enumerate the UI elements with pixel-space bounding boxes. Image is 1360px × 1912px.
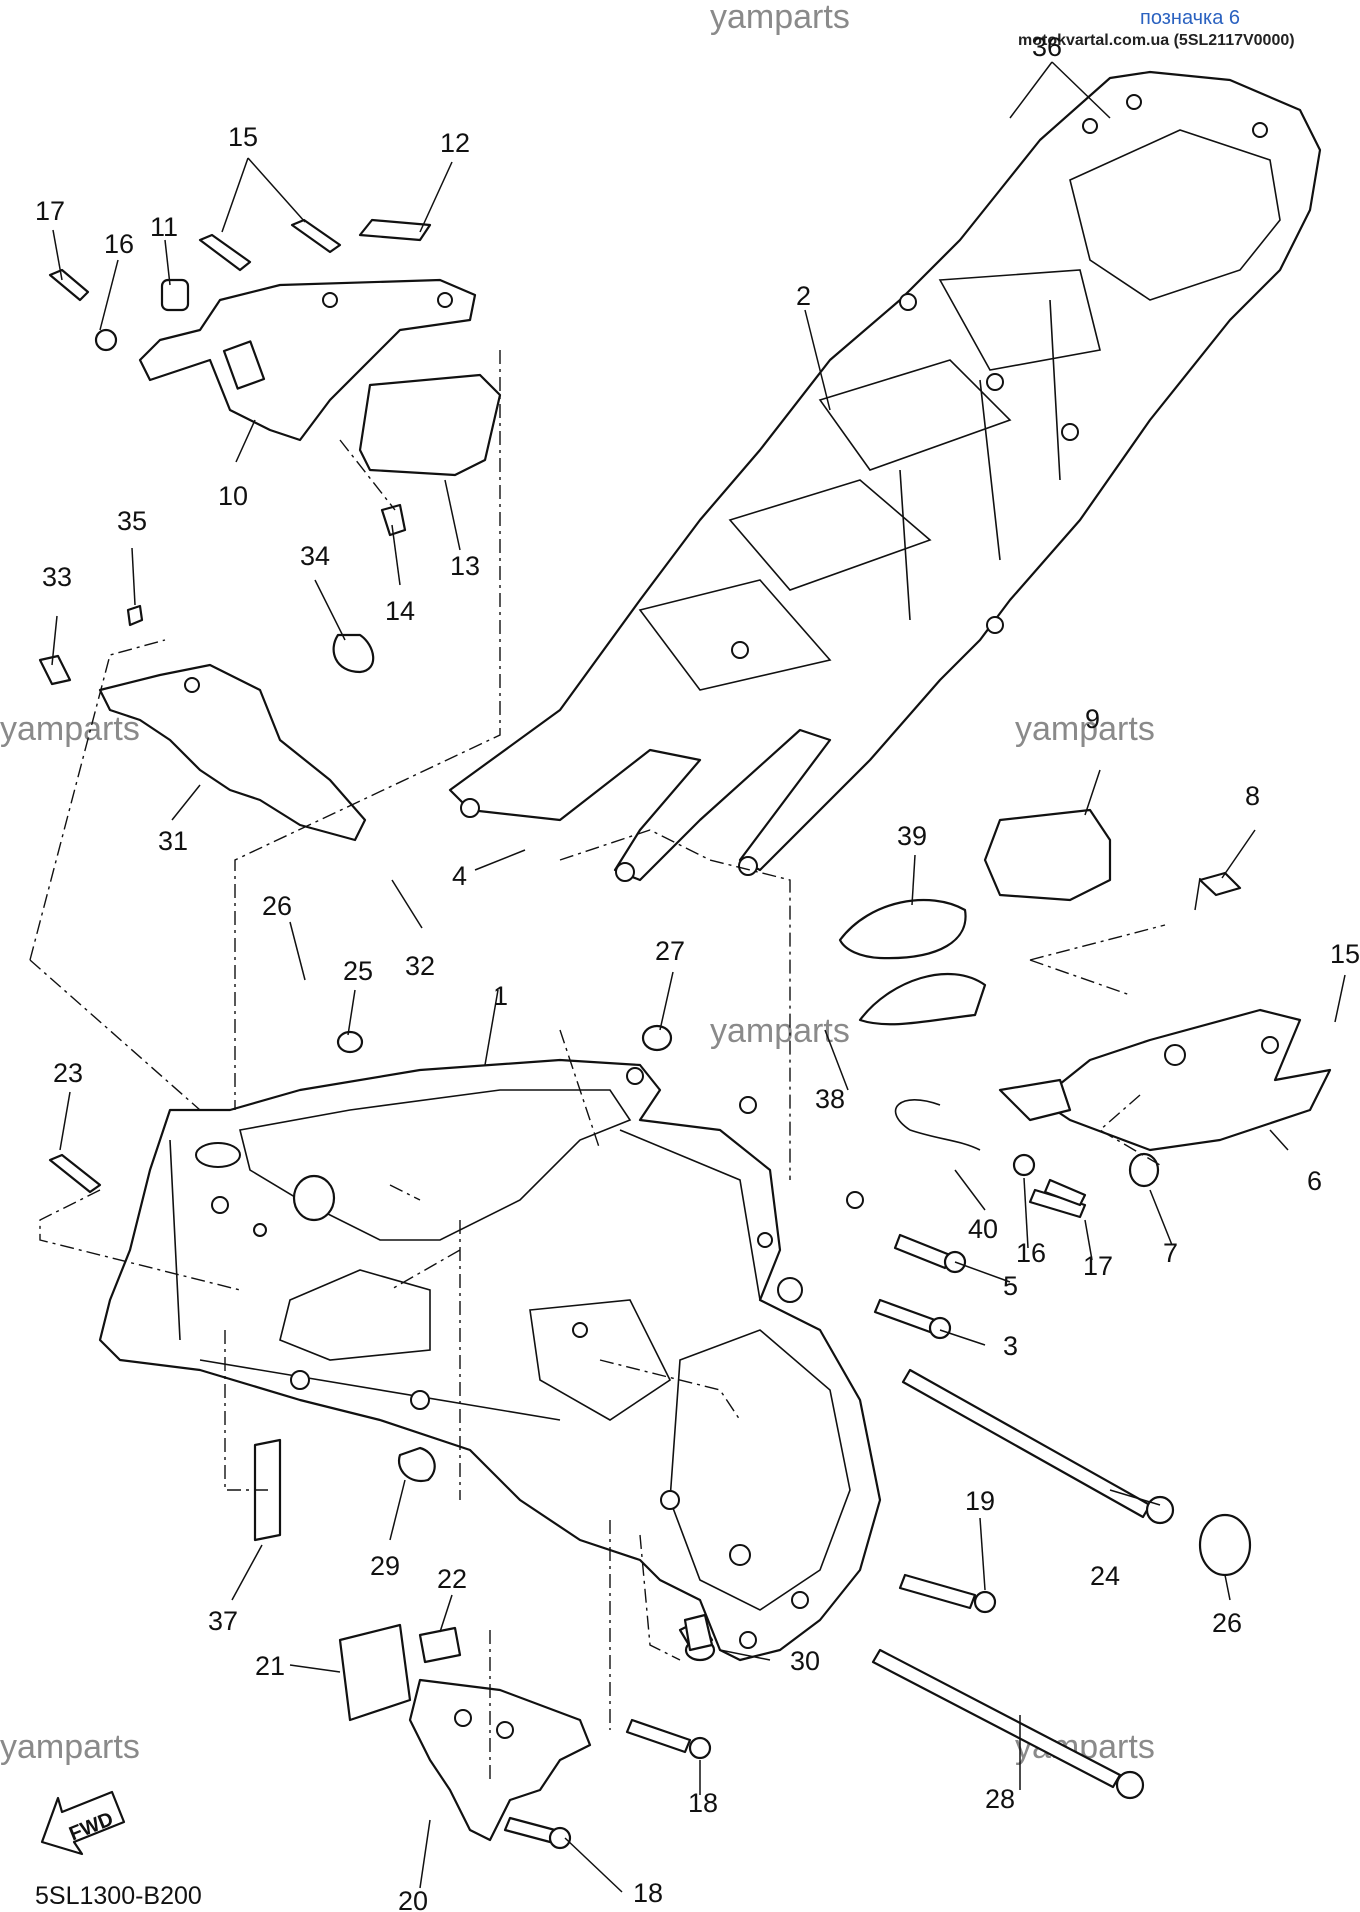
small-parts-upper (38, 218, 432, 686)
callout-15-right: 15 (1330, 939, 1360, 969)
callout-2: 2 (796, 281, 811, 311)
watermark-left: yamparts (0, 710, 140, 748)
callout-34: 34 (300, 541, 330, 571)
right-side-parts (838, 808, 1332, 1152)
callout-27: 27 (655, 936, 685, 966)
callout-26-upper: 26 (262, 891, 292, 921)
callout-14: 14 (385, 596, 415, 626)
callout-32: 32 (405, 951, 435, 981)
callout-20: 20 (398, 1886, 428, 1912)
callout-25: 25 (343, 956, 373, 986)
callouts: 1 2 3 4 5 6 7 8 9 10 11 12 13 14 15 15 1… (35, 32, 1360, 1912)
callout-6: 6 (1307, 1166, 1322, 1196)
callout-3: 3 (1003, 1331, 1018, 1361)
callout-4: 4 (452, 861, 467, 891)
callout-36: 36 (1032, 32, 1062, 62)
callout-35: 35 (117, 506, 147, 536)
callout-18-lower: 18 (633, 1878, 663, 1908)
callout-13: 13 (450, 551, 480, 581)
callout-28: 28 (985, 1784, 1015, 1814)
stay-bracket-assembly (138, 278, 502, 477)
callout-38: 38 (815, 1084, 845, 1114)
callout-40: 40 (968, 1214, 998, 1244)
callout-1: 1 (493, 981, 508, 1011)
callout-11: 11 (150, 212, 178, 242)
fwd-arrow-icon: FWD (40, 1790, 126, 1856)
assembly-lines (29, 350, 1166, 1780)
callout-16-lower: 16 (1016, 1238, 1046, 1268)
watermark-center: yamparts (710, 1012, 850, 1050)
callout-15-upper: 15 (228, 122, 258, 152)
callout-23: 23 (53, 1058, 83, 1088)
lower-parts (48, 1024, 714, 1842)
callout-30: 30 (790, 1646, 820, 1676)
callout-17-lower: 17 (1083, 1251, 1113, 1281)
callout-7: 7 (1163, 1238, 1178, 1268)
callout-31: 31 (158, 826, 188, 856)
callout-26-lower: 26 (1212, 1608, 1242, 1638)
callout-29: 29 (370, 1551, 400, 1581)
callout-12: 12 (440, 128, 470, 158)
rear-subframe (448, 70, 1322, 882)
leader-lines (51, 61, 1346, 1893)
callout-5: 5 (1003, 1271, 1018, 1301)
bracket-31 (98, 663, 367, 842)
callout-17-upper: 17 (35, 196, 65, 226)
header-label: позначка 6 (1140, 7, 1240, 29)
main-frame (98, 1058, 882, 1662)
callout-37: 37 (208, 1606, 238, 1636)
callout-24: 24 (1090, 1561, 1120, 1591)
callout-16-upper: 16 (104, 229, 134, 259)
watermark-top: yamparts (710, 0, 850, 36)
watermark-right: yamparts (1015, 710, 1155, 748)
callout-8: 8 (1245, 781, 1260, 811)
diagram-ref: 5SL1300-B200 (35, 1882, 202, 1910)
callout-22: 22 (437, 1564, 467, 1594)
callout-33: 33 (42, 562, 72, 592)
callout-39: 39 (897, 821, 927, 851)
callout-21: 21 (255, 1651, 285, 1681)
callout-19: 19 (965, 1486, 995, 1516)
callout-10: 10 (218, 481, 248, 511)
callout-9: 9 (1085, 704, 1100, 734)
watermark-bottom-left: yamparts (0, 1728, 140, 1766)
header-source: motokvartal.com.ua (5SL2117V0000) (1018, 32, 1295, 49)
callout-18-upper: 18 (688, 1788, 718, 1818)
